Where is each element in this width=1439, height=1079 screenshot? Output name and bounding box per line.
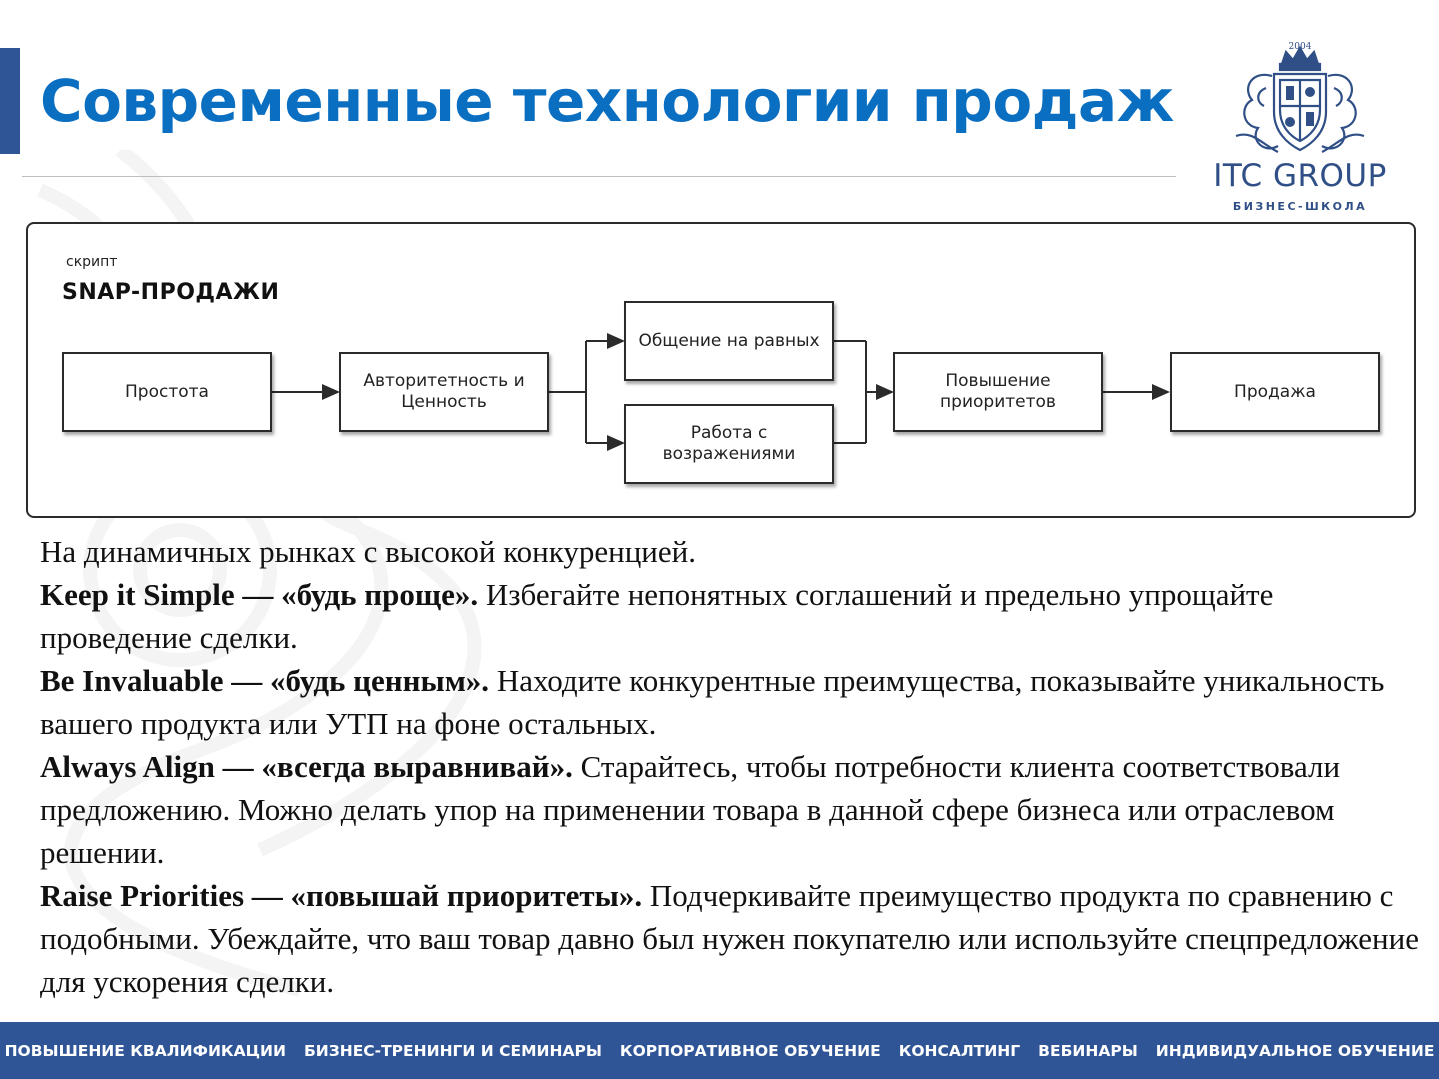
intro-paragraph: На динамичных рынках с высокой конкуренц… (40, 534, 696, 569)
point-heading: Always Align — «всегда выравнивай». (40, 749, 573, 784)
point-raise-priorities: Raise Priorities — «повышай приоритеты».… (40, 874, 1432, 1003)
snap-sales-diagram: скрипт SNAP-ПРОДАЖИ Простота Авторитетно… (26, 222, 1416, 518)
body-text: На динамичных рынках с высокой конкуренц… (40, 530, 1432, 1003)
footer-item-webinars: ВЕБИНАРЫ (1038, 1041, 1138, 1060)
node-simplicity: Простота (62, 352, 272, 432)
point-always-align: Always Align — «всегда выравнивай». Стар… (40, 745, 1432, 874)
logo-name: ITC GROUP (1213, 158, 1387, 194)
title-accent-bar (0, 48, 20, 154)
point-heading: Raise Priorities — «повышай приоритеты». (40, 878, 643, 913)
point-heading: Keep it Simple — «будь проще». (40, 577, 479, 612)
point-text: Подчеркивайте преимущество продукта по с… (40, 878, 1419, 999)
logo-year: 2004 (1289, 42, 1312, 52)
diagram-connectors (271, 333, 1170, 451)
footer-bar: ПОВЫШЕНИЕ КВАЛИФИКАЦИИ БИЗНЕС-ТРЕНИНГИ И… (0, 1022, 1439, 1079)
point-be-invaluable: Be Invaluable — «будь ценным». Находите … (40, 659, 1432, 745)
logo-subtitle: БИЗНЕС-ШКОЛА (1232, 200, 1368, 213)
footer-item-corporate: КОРПОРАТИВНОЕ ОБУЧЕНИЕ (619, 1041, 881, 1060)
point-text: Находите конкурентные преимущества, пока… (40, 663, 1385, 741)
page-title: Современные технологии продаж (40, 67, 1174, 135)
footer-item-individual: ИНДИВИДУАЛЬНОЕ ОБУЧЕНИЕ (1155, 1041, 1435, 1060)
point-keep-it-simple: Keep it Simple — «будь проще». Избегайте… (40, 573, 1432, 659)
footer-item-trainings: БИЗНЕС-ТРЕНИНГИ И СЕМИНАРЫ (303, 1041, 602, 1060)
node-peer-communication: Общение на равных (624, 301, 834, 381)
node-sale: Продажа (1170, 352, 1380, 432)
node-raise-priorities: Повышение приоритетов (893, 352, 1103, 432)
footer-item-consulting: КОНСАЛТИНГ (898, 1041, 1021, 1060)
diagram-title: SNAP-ПРОДАЖИ (62, 280, 280, 305)
footer-item-qualification: ПОВЫШЕНИЕ КВАЛИФИКАЦИИ (4, 1041, 286, 1060)
node-authority-value: Авторитетность и Ценность (339, 352, 549, 432)
crest-icon: 2004 (1235, 42, 1365, 153)
point-text: Старайтесь, чтобы потребности клиента со… (40, 749, 1341, 870)
point-heading: Be Invaluable — «будь ценным». (40, 663, 490, 698)
diagram-caption: скрипт (66, 254, 118, 270)
itc-group-logo: 2004 ITC GROUP БИЗНЕС-ШКОЛА (1200, 40, 1400, 220)
node-objection-handling: Работа с возражениями (624, 404, 834, 484)
point-text: Избегайте непонятных соглашений и предел… (40, 577, 1274, 655)
title-divider (22, 176, 1176, 177)
